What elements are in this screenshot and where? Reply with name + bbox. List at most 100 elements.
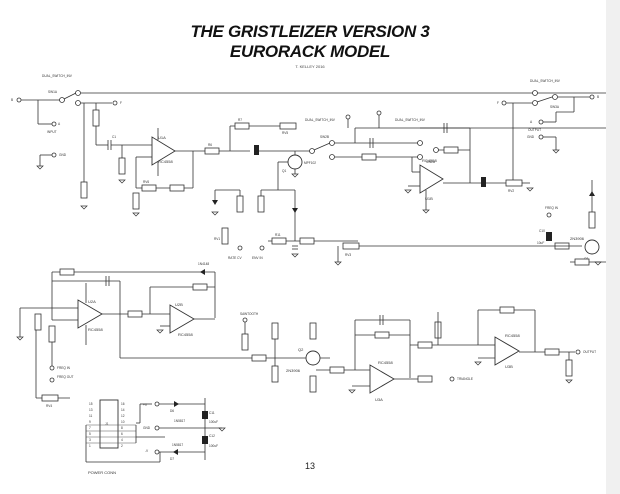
svg-text:11: 11 [89, 414, 93, 418]
output-label: OUTPUT [583, 350, 596, 354]
power-connector [99, 399, 119, 449]
resistor-r9 [361, 153, 377, 161]
sw2a-ref: SW2A [426, 160, 436, 164]
svg-text:1: 1 [89, 444, 91, 448]
resistor-r11 [271, 237, 287, 245]
u3b-stage: TRIANGLE RC4558 U3B OUTPUT [410, 306, 596, 384]
document-author: T. KELLEY 2016 [295, 64, 325, 69]
pot-rv1 [221, 227, 229, 245]
opamp-u2a [77, 299, 103, 329]
connector-pins-left: 15 13 11 9 7 5 3 1 [89, 402, 93, 448]
led-driver-section: FREQ IN C10 10uF 2N3906 Q3 [537, 180, 606, 266]
svg-text:B: B [597, 95, 599, 99]
q1-ref: Q1 [282, 169, 286, 173]
u1a-part: RC4558 [158, 159, 173, 164]
resistor-r18 [34, 313, 42, 331]
resistor-r29 [499, 306, 515, 314]
svg-text:A: A [530, 120, 533, 124]
page-number: 13 [305, 461, 316, 471]
rate-cv-label: RATE CV [228, 256, 242, 260]
svg-text:RV4: RV4 [46, 404, 52, 408]
u1b-ref: U1B [425, 196, 433, 201]
diode-d7 [173, 449, 178, 455]
u3a-part: RC4558 [378, 360, 393, 365]
sawtooth-label: SAWTOOTH [240, 312, 259, 316]
resistor-r1 [92, 109, 100, 127]
output-switch-section: DUAL_SWITCH_INV F SW3A B A OUTPUT GND [497, 79, 599, 154]
sw1a-ref: SW1A [48, 90, 58, 94]
sw2a-type-label: DUAL_SWITCH_INV [395, 118, 426, 122]
svg-text:C12: C12 [209, 434, 215, 438]
u3a-ref: U3A [375, 397, 383, 402]
resistor-r23 [329, 366, 345, 374]
input-label: INPUT [47, 130, 57, 134]
resistor-r12 [299, 237, 315, 245]
q3-part: 2N3906 [570, 236, 585, 241]
page-edge [606, 0, 620, 494]
freq-in-label: FREQ IN [57, 366, 71, 370]
u1b-stage: RC4558 U1B RV2 [404, 103, 534, 214]
output-jack-label: OUTPUT [528, 128, 541, 132]
svg-text:1N5817: 1N5817 [174, 419, 185, 423]
u2b-ref: U2B [175, 302, 183, 307]
svg-text:GND: GND [527, 135, 535, 139]
svg-text:D6: D6 [170, 409, 174, 413]
svg-text:RV1: RV1 [214, 237, 220, 241]
svg-text:7: 7 [89, 426, 91, 430]
gnd-jack-label: GND [59, 153, 67, 157]
svg-text:12: 12 [121, 414, 125, 418]
svg-text:RV3: RV3 [345, 253, 351, 257]
svg-text:9: 9 [89, 420, 91, 424]
sw2b-type-label: DUAL_SWITCH_INV [305, 118, 336, 122]
svg-text:J1: J1 [105, 422, 109, 426]
svg-text:R7: R7 [238, 118, 242, 122]
sw2b-ref: SW2B [320, 135, 329, 139]
u1a-stage: C1 U1A RC4558 RV6 [96, 128, 205, 217]
svg-text:10uF: 10uF [537, 241, 544, 245]
svg-text:13: 13 [89, 408, 93, 412]
gnd-rail-label: GND [143, 426, 151, 430]
resistor-r30 [544, 348, 560, 356]
pot-rv4 [41, 394, 59, 402]
document-subtitle: EURORACK MODEL [229, 42, 391, 61]
svg-text:100uF: 100uF [209, 444, 218, 448]
pot-rv3 [342, 242, 360, 250]
svg-text:14: 14 [121, 408, 125, 412]
svg-text:10: 10 [121, 420, 125, 424]
svg-text:3: 3 [89, 438, 91, 442]
filter-section: R6 R7 RV5 DUAL_SWITCH_INV SW2B DUAL_SWIT… [204, 110, 606, 241]
u2a-part: RC4558 [88, 327, 103, 332]
sw1a-type-label: DUAL_SWITCH_INV [42, 74, 73, 78]
svg-text:R11: R11 [275, 233, 281, 237]
resistor-r17 [59, 268, 75, 276]
pos-rail-label: +V [143, 403, 148, 407]
svg-text:1N5817: 1N5817 [172, 443, 183, 447]
document-title: THE GRISTLEIZER VERSION 3 [190, 22, 430, 41]
pot-rv6 [141, 184, 157, 192]
svg-text:C10: C10 [539, 229, 545, 233]
rate-section: RV1 RATE CV R11 ENV IN RV3 [211, 189, 540, 266]
u3a-stage: SAWTOOTH Q2 2N3906 RC4558 U3A [240, 312, 430, 402]
freq-out-label: FREQ OUT [57, 375, 74, 379]
svg-text:100uF: 100uF [209, 420, 218, 424]
diode-d1 [200, 269, 205, 275]
svg-text:16: 16 [121, 402, 125, 406]
capacitor-c5 [254, 145, 259, 155]
connector-pins-right: 16 14 12 10 8 6 4 2 [121, 402, 125, 448]
resistor-r21 [251, 354, 267, 362]
u1b-part: RC4558 [422, 158, 437, 163]
opamp-u3a [369, 364, 395, 394]
transistor-q2 [305, 350, 321, 366]
resistor-r19 [48, 325, 56, 343]
q1-part: MPF102 [304, 161, 316, 165]
opamp-u1a [151, 136, 176, 166]
capacitor-c10 [546, 232, 552, 241]
u3b-ref: U3B [505, 364, 513, 369]
svg-text:F: F [120, 101, 122, 105]
svg-text:C1: C1 [112, 135, 116, 139]
transistor-q1 [287, 154, 303, 170]
svg-text:R6: R6 [208, 143, 212, 147]
resistor-r33 [443, 146, 459, 154]
svg-text:4: 4 [121, 438, 123, 442]
resistor-r15 [192, 283, 208, 291]
